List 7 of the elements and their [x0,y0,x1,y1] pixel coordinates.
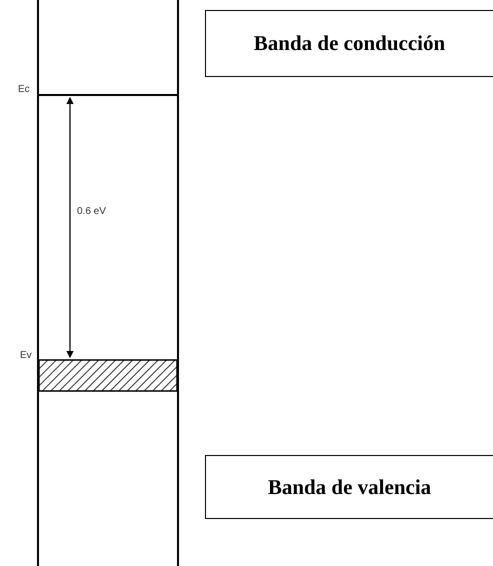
band-name: Banda de conducción [254,31,446,56]
energy-level-label: Ev [20,350,32,361]
band-label-box [205,10,493,77]
energy-level-label: Ec [18,84,30,95]
band-name: Banda de valencia [268,474,432,500]
gap-value: 0.6 eV [77,206,106,217]
band-label-box [205,455,493,519]
